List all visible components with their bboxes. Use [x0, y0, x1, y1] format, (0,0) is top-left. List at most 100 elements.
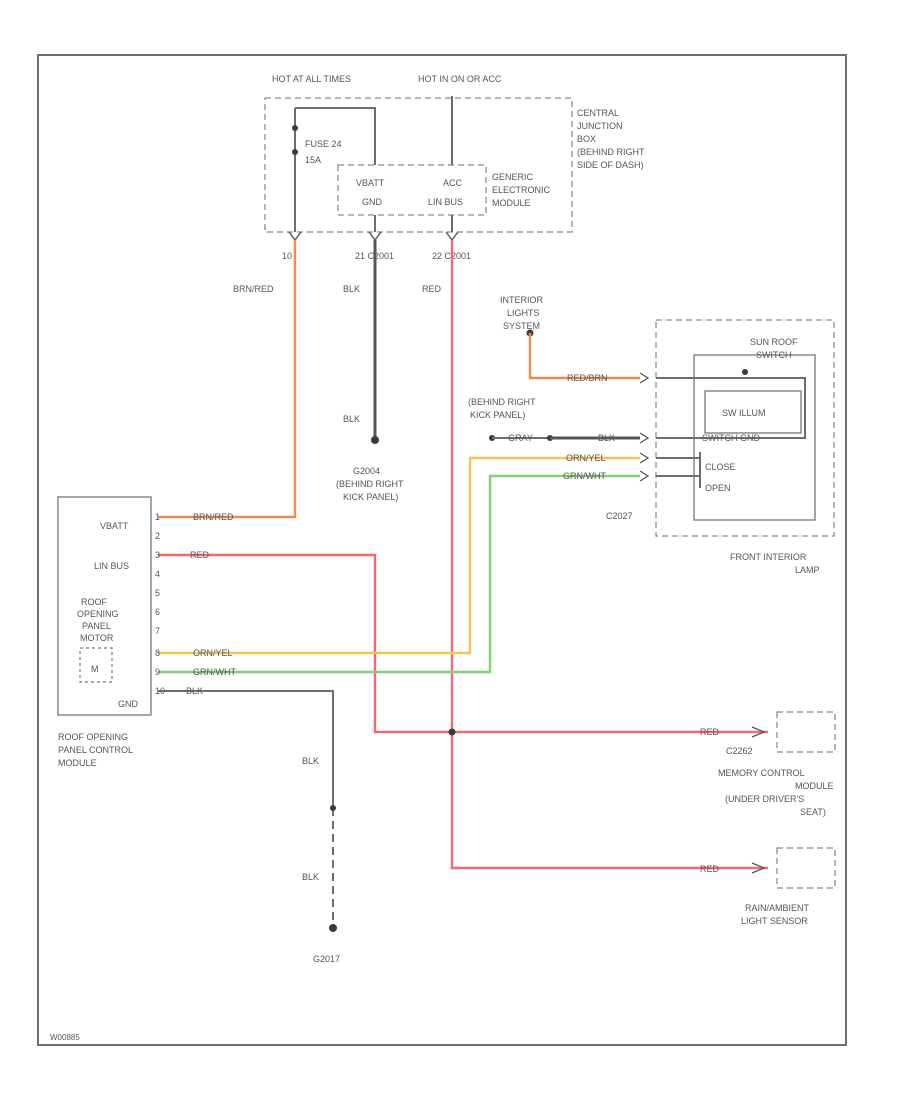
wire-label-red-rain: RED [700, 864, 720, 874]
gem-label-2: ELECTRONIC [492, 185, 551, 195]
memory-control-module: C2262 MEMORY CONTROL MODULE (UNDER DRIVE… [718, 711, 836, 817]
motor-label-1: ROOF [81, 597, 108, 607]
wire-label-blk-module: BLK [186, 686, 203, 696]
module-pin-3: 3 [155, 550, 160, 560]
wire-red-module [158, 553, 768, 734]
central-box-label-2: JUNCTION [577, 121, 623, 131]
module-gnd-label: GND [118, 699, 139, 709]
wire-orn-yel [158, 456, 640, 655]
module-label-1: ROOF OPENING [58, 732, 128, 742]
wire-label-blk-bottom: BLK [343, 414, 360, 424]
rain-ambient-light-sensor: RAIN/AMBIENT LIGHT SENSOR [741, 847, 836, 926]
g2004-id: G2004 [353, 466, 380, 476]
open-label: OPEN [705, 483, 731, 493]
rain-sensor-label-2: LIGHT SENSOR [741, 916, 808, 926]
wire-label-blk-g2017-2: BLK [302, 872, 319, 882]
wire-label-grn-wht-module: GRN/WHT [193, 667, 236, 677]
hot-in-on-label: HOT IN ON OR ACC [418, 74, 502, 84]
generic-electronic-module: VBATT ACC GND LIN BUS GENERIC ELECTRONIC… [337, 164, 551, 216]
hot-at-all-times-label: HOT AT ALL TIMES [272, 74, 351, 84]
memory-module-label-1: MEMORY CONTROL [718, 768, 805, 778]
memory-module-label-3: (UNDER DRIVER'S [725, 794, 804, 804]
gem-label-1: GENERIC [492, 172, 534, 182]
front-interior-lamp: SUN ROOF SWITCH SW ILLUM SWITCH GND CLOS… [606, 319, 835, 575]
c2007-location-1: (BEHIND RIGHT [468, 397, 536, 407]
module-lin-bus-label: LIN BUS [94, 561, 129, 571]
fuse-amp-label: 15A [305, 155, 321, 165]
module-label-3: MODULE [58, 758, 97, 768]
front-interior-lamp-label-2: LAMP [795, 565, 820, 575]
g2017-label: G2017 [313, 954, 340, 964]
roof-opening-panel-control-module: VBATT LIN BUS ROOF OPENING PANEL MOTOR M… [57, 496, 165, 768]
wire-label-orn-yel-module: ORN/YEL [193, 648, 233, 658]
fuse-24: FUSE 24 15A [292, 107, 376, 232]
wire-label-grn-wht: GRN/WHT [563, 471, 606, 481]
c2027-label: C2027 [606, 511, 633, 521]
wire-label-red-module: RED [190, 550, 210, 560]
sw-illum-label: SW ILLUM [722, 408, 766, 418]
gem-acc-label: ACC [443, 178, 463, 188]
interior-lights-label-3: SYSTEM [503, 321, 540, 331]
motor-label-2: OPENING [77, 609, 119, 619]
wire-red-lin-bus [450, 240, 768, 870]
wire-grn-wht [158, 474, 640, 674]
sunroof-switch-title-2: SWITCH [756, 350, 792, 360]
motor-symbol: M [91, 664, 99, 674]
module-pin-1: 1 [155, 512, 160, 522]
wire-label-orn-yel: ORN/YEL [566, 453, 606, 463]
wire-label-blk-g2017-1: BLK [302, 756, 319, 766]
wire-label-red-memory: RED [700, 727, 720, 737]
module-pin-2: 2 [155, 531, 160, 541]
sunroof-switch-title-1: SUN ROOF [750, 337, 798, 347]
module-pin-4: 4 [155, 569, 160, 579]
g2004-location-1: (BEHIND RIGHT [336, 479, 404, 489]
module-vbatt-label: VBATT [100, 521, 129, 531]
wire-label-red-brn: RED/BRN [567, 373, 608, 383]
wire-label-brn-red-top: BRN/RED [233, 284, 274, 294]
module-pin-5: 5 [155, 588, 160, 598]
pin-10-label: 10 [282, 251, 292, 261]
interior-lights-label-1: INTERIOR [500, 295, 544, 305]
module-pin-6: 6 [155, 607, 160, 617]
gem-label-3: MODULE [492, 198, 531, 208]
gem-gnd-label: GND [362, 197, 383, 207]
wire-label-blk-c2007: BLK [598, 433, 615, 443]
module-pin-7: 7 [155, 626, 160, 636]
fuse-label: FUSE 24 [305, 139, 342, 149]
module-pin-8: 8 [155, 648, 160, 658]
motor-label-3: PANEL [82, 621, 111, 631]
c2262-label: C2262 [726, 746, 753, 756]
g2004-location-2: KICK PANEL) [343, 492, 398, 502]
central-box-label-5: SIDE OF DASH) [577, 160, 644, 170]
wire-label-red-top: RED [422, 284, 442, 294]
wire-label-gray: GRAY [508, 433, 533, 443]
central-box-label-4: (BEHIND RIGHT [577, 147, 645, 157]
front-interior-lamp-label-1: FRONT INTERIOR [730, 552, 807, 562]
module-pin-9: 9 [155, 667, 160, 677]
central-box-label-1: CENTRAL [577, 108, 619, 118]
ground-g2004: G2004 (BEHIND RIGHT KICK PANEL) [336, 466, 404, 502]
central-box-label-3: BOX [577, 134, 596, 144]
gem-connector-pins: 10 21 C2001 22 C2001 [282, 231, 471, 261]
memory-module-label-2: MODULE [795, 781, 834, 791]
interior-lights-label-2: LIGHTS [507, 308, 540, 318]
close-label: CLOSE [705, 462, 736, 472]
gem-lin-bus-label: LIN BUS [428, 197, 463, 207]
wire-label-blk-top: BLK [343, 284, 360, 294]
connector-c2007: (BEHIND RIGHT KICK PANEL) GRAY BLK [468, 397, 640, 443]
memory-module-label-4: SEAT) [800, 807, 826, 817]
wire-label-brn-red-module: BRN/RED [193, 512, 234, 522]
wire-blk-g2017 [158, 690, 334, 808]
footer-id: W00885 [50, 1033, 80, 1042]
rain-sensor-label-1: RAIN/AMBIENT [745, 903, 810, 913]
c2007-location-2: KICK PANEL) [470, 410, 525, 420]
gem-vbatt-label: VBATT [356, 178, 385, 188]
interior-lights-system: INTERIOR LIGHTS SYSTEM RED/BRN [500, 295, 640, 383]
diagram-frame [37, 54, 847, 1046]
switch-gnd-label: SWITCH GND [702, 433, 760, 443]
wire-red-brn [528, 333, 640, 380]
module-label-2: PANEL CONTROL [58, 745, 133, 755]
central-junction-box: HOT AT ALL TIMES HOT IN ON OR ACC CENTRA… [264, 74, 645, 233]
motor-label-4: MOTOR [80, 633, 114, 643]
